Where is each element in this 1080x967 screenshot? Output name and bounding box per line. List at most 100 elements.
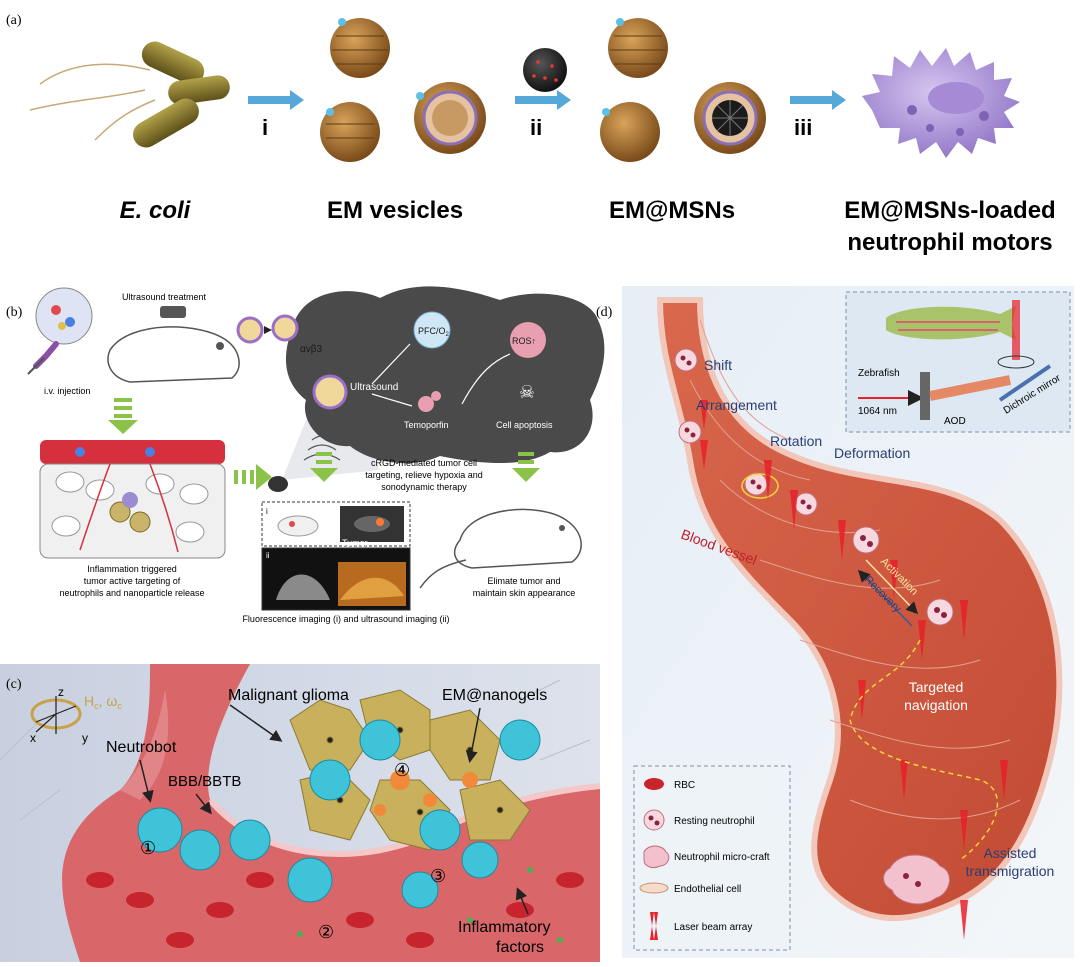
legend-endothelial: Endothelial cell	[674, 884, 741, 895]
axis-z: z	[58, 685, 64, 699]
caption-em-vesicles: EM vesicles	[327, 197, 463, 224]
em-nanogels	[374, 770, 478, 816]
legend-resting-swatch	[643, 809, 665, 831]
panel-c: (c)	[0, 664, 601, 962]
label-tumor: Tumor	[342, 538, 368, 548]
legend-microcraft-swatch	[643, 845, 670, 869]
legend-d: RBC Resting neutrophil Neutrophil micro-…	[633, 765, 791, 951]
label-neutrobot: Neutrobot	[106, 739, 177, 756]
label-shift: Shift	[704, 357, 732, 373]
caption-motors-line2: neutrophil motors	[847, 229, 1052, 256]
label-em-nanogels: EM@nanogels	[442, 687, 547, 704]
label-inflammation-2: tumor active targeting of	[84, 576, 181, 586]
axis-y: y	[82, 731, 88, 745]
label-ultrasound-treatment: Ultrasound treatment	[122, 292, 207, 302]
label-deformation: Deformation	[834, 445, 910, 461]
step-label-iii: iii	[794, 115, 812, 140]
panel-d: (d)	[596, 286, 1074, 958]
aod-device	[920, 372, 930, 420]
label-wavelength: 1064 nm	[858, 406, 897, 417]
msn-particle	[523, 48, 567, 92]
zebrafish-icon	[886, 306, 1016, 340]
neutrophil-motor-illustration	[862, 48, 1020, 158]
em-vesicles-illustration	[320, 18, 486, 162]
label-assisted-1: Assisted	[984, 845, 1037, 861]
resting-neutrophils	[674, 348, 954, 626]
ros-bubble	[510, 322, 546, 358]
label-assisted-2: transmigration	[966, 863, 1055, 879]
legend-endothelial-swatch	[639, 882, 669, 894]
label-avb3: αvβ3	[300, 344, 323, 355]
legend-laser: Laser beam array	[674, 922, 752, 933]
green-arrow-down-2	[310, 452, 338, 482]
axis-icon: z x y Hc, ωc	[30, 685, 122, 745]
laser-beams-d	[700, 400, 1008, 940]
legend-rbc: RBC	[674, 780, 695, 791]
green-arrow-down-3	[512, 452, 540, 482]
label-ros: ROS↑	[512, 336, 536, 346]
navigation-path	[849, 639, 999, 861]
panel-a-label: (a)	[6, 13, 22, 28]
caption-em-msns: EM@MSNs	[609, 197, 735, 224]
step-label-i: i	[262, 115, 268, 140]
recovery-arrow	[857, 569, 913, 627]
label-malignant-glioma: Malignant glioma	[228, 687, 349, 704]
label-arrangement: Arrangement	[696, 397, 777, 413]
step-1: ①	[140, 838, 156, 858]
inflammatory-factors	[297, 867, 563, 943]
legend-microcraft: Neutrophil micro-craft	[674, 852, 770, 863]
legend-laser-swatch	[650, 912, 658, 940]
label-imaging-i: i	[266, 507, 268, 516]
mouse-treatment-illustration	[27, 287, 240, 383]
pfc-droplet	[413, 311, 451, 349]
label-inflammatory-2: factors	[496, 939, 544, 956]
tumor-cell-blob	[285, 286, 605, 464]
ecoli-illustration	[29, 41, 230, 148]
label-iv-injection: i.v. injection	[44, 386, 90, 396]
panel-b: (b) Ultrasound treatment i.v. injection	[6, 286, 605, 624]
ultrasound-device	[268, 476, 288, 492]
step-arrow-ii: ii	[515, 48, 571, 140]
em-msns-illustration	[600, 18, 766, 162]
label-targeted-2: navigation	[904, 697, 968, 713]
skull-icon: ☠	[519, 382, 535, 402]
label-targeted-1: Targeted	[909, 679, 963, 695]
field-label: Hc, ωc	[84, 693, 122, 711]
imaging-panel: i ii Tumor	[261, 501, 411, 611]
tumor-tissue-illustration	[39, 440, 226, 559]
panel-d-label: (d)	[596, 305, 613, 320]
blood-vessel-d	[656, 297, 1063, 922]
step-4: ④	[394, 760, 410, 780]
axis-x: x	[30, 731, 36, 745]
rbcs-c	[86, 872, 584, 948]
caption-ecoli: E. coli	[120, 197, 192, 224]
step-2: ②	[318, 922, 334, 942]
label-eliminate-2: maintain skin appearance	[473, 588, 576, 598]
label-crgd-1: cRGD-mediated tumor cell	[371, 458, 477, 468]
zebrafish-inset: Zebrafish 1064 nm AOD Dichroic mirror	[845, 291, 1071, 433]
neutrophil-microcraft	[883, 854, 950, 905]
label-eliminate-1: Elimate tumor and	[487, 576, 560, 586]
panel-c-label: (c)	[6, 677, 22, 692]
step-arrow-i: i	[248, 90, 304, 140]
neutrophil-nuclei	[680, 355, 947, 618]
blood-vessel-c	[62, 664, 601, 962]
rotation-ring	[741, 473, 779, 499]
green-arrow-down-1	[108, 398, 138, 434]
ultrasound-probe	[160, 306, 186, 318]
label-inflammation-3: neutrophils and nanoparticle release	[59, 588, 204, 598]
neutrobots	[137, 719, 541, 909]
healthy-mouse-illustration	[419, 508, 582, 589]
panel-b-label: (b)	[6, 305, 23, 320]
label-aod: AOD	[944, 416, 966, 427]
label-ultrasound: Ultrasound	[350, 382, 398, 393]
label-fluorescence: Fluorescence imaging (i) and ultrasound …	[242, 614, 449, 624]
label-temoporfin: Temoporfin	[404, 420, 449, 430]
label-cell-apoptosis: Cell apoptosis	[496, 420, 553, 430]
legend-rbc-swatch	[644, 778, 664, 790]
panel-a: (a) i	[6, 13, 1056, 256]
caption-motors-line1: EM@MSNs-loaded	[844, 197, 1055, 224]
step-arrow-iii: iii	[790, 90, 846, 140]
